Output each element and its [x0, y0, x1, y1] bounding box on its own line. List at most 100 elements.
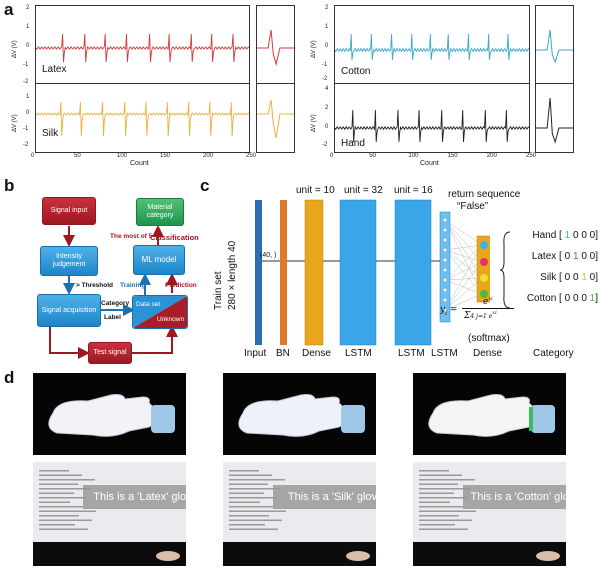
signal-zoom-line [536, 29, 573, 64]
eq-den-rest: 4 j=1 e [470, 313, 493, 320]
xtick: 0 [330, 153, 334, 159]
category-code-bit: 1 [581, 272, 590, 283]
ylabel-latex: ΔV (V) [12, 40, 18, 58]
signal-zoom-line [536, 97, 573, 144]
eq-y-sub: i [445, 309, 448, 317]
silk-signal-chart [35, 101, 250, 137]
eq-y: y [440, 305, 446, 315]
ytick: 0 [26, 43, 30, 49]
panel-letter-b: b [4, 176, 15, 195]
category-text: Category [101, 300, 130, 307]
category-row: Silk [ 0 0 1 0] [540, 272, 598, 283]
label-text: Label [104, 314, 121, 321]
dataset-label: Data set [136, 301, 161, 308]
category-code-bit: 0 [564, 251, 573, 262]
xtick: 100 [117, 153, 128, 159]
category-code-bit: 0 [589, 272, 596, 283]
monitor-photo: This is a 'Cotton' glove [413, 462, 566, 566]
category-code-bit: 1 [564, 230, 573, 241]
lstm-layer-1 [339, 199, 377, 346]
glove-photo [33, 373, 186, 455]
glove-icon [223, 373, 376, 455]
bracket-open: [ [556, 230, 565, 241]
hand-signal-chart [334, 109, 530, 143]
classification-caption: This is a 'Silk' glove [273, 485, 376, 509]
most-of-5-text: The most of 5 [110, 233, 153, 240]
dense-layer [304, 199, 324, 346]
xtick: 150 [160, 153, 171, 159]
monitor-photo: This is a 'Latex' glove [33, 462, 186, 566]
xtick: 0 [31, 153, 35, 159]
ylabel-hand: ΔV (V) [311, 114, 317, 132]
eq-numerator: exi [483, 296, 493, 307]
silk-label: Silk [42, 128, 59, 139]
threshold-text: > Threshold [76, 282, 114, 289]
train-dims-label: 280 × length 40 [227, 240, 238, 310]
eq-den-sup: xi [492, 310, 497, 316]
cotton-signal-chart [334, 33, 530, 61]
panel-letter-c: c [200, 176, 210, 195]
dataset-split-shape [133, 296, 187, 328]
ylabel-cotton: ΔV (V) [311, 40, 317, 58]
latex-label: Latex [42, 64, 67, 75]
flowchart-arrows [49, 225, 178, 359]
signal-line [35, 101, 250, 137]
category-code-bit: 0 [572, 230, 582, 241]
unit32-label: unit = 32 [344, 185, 383, 196]
ytick: 0 [325, 124, 329, 130]
xtick: 100 [408, 153, 419, 159]
classification-text: Classification [150, 233, 199, 242]
xtick: 200 [203, 153, 214, 159]
panel-letter-d: d [4, 368, 15, 387]
layer-lstm2-label: LSTM [398, 348, 425, 359]
xlabel-left: Count [130, 160, 149, 167]
bracket-close: ] [595, 251, 598, 262]
ytick: 0 [26, 110, 30, 116]
ytick: -1 [322, 62, 328, 68]
unknown-label: Unknown [157, 316, 185, 323]
ytick: 4 [325, 86, 329, 92]
output-node-latex [480, 258, 488, 266]
eq-num-e: e [483, 297, 489, 307]
category-name: Silk [540, 272, 557, 283]
category-code-bit: 0 [581, 293, 590, 304]
bracket-close: ] [595, 293, 598, 304]
bn-layer [280, 200, 287, 345]
silk-zoom-plot [256, 83, 295, 153]
category-code-bit: 0 [564, 272, 573, 283]
category-code-bit: 0 [589, 230, 596, 241]
ytick: -2 [23, 142, 29, 148]
xtick: 150 [447, 153, 458, 159]
layer-dense-label: Dense [302, 348, 331, 359]
latex-zoom-plot [256, 5, 295, 85]
silk-zoom-chart [257, 99, 294, 139]
category-name: Cotton [526, 293, 557, 304]
cotton-label: Cotton [341, 66, 371, 77]
signal-zoom-line [257, 99, 294, 139]
ytick: 0 [325, 43, 329, 49]
network-diagram [255, 199, 490, 346]
bracket-open: [ [556, 272, 565, 283]
xtick: 250 [526, 153, 537, 159]
signal-acquisition-box: Signal acquisition [37, 294, 101, 327]
eq-fraction-bar [462, 308, 514, 309]
return-false-label: “False” [457, 201, 489, 212]
panel-letter-a: a [4, 0, 14, 19]
category-row: Cotton [ 0 0 0 1] [527, 293, 598, 304]
eq-yi: yi = [440, 305, 458, 317]
intensity-judgement-box: Intensity judgement [40, 246, 98, 276]
xtick: 200 [486, 153, 497, 159]
signal-input-box: Signal input [42, 197, 96, 225]
eq-sigma: Σ [464, 311, 471, 321]
input-layer [255, 200, 262, 345]
category-code-bit: 0 [572, 272, 582, 283]
classification-caption: This is a 'Cotton' glove [463, 485, 566, 509]
category-code-bit: 1 [572, 251, 582, 262]
glove-photo [223, 373, 376, 455]
layer-lstm1-label: LSTM [345, 348, 372, 359]
ytick: -2 [322, 142, 328, 148]
training-text: Training [120, 282, 146, 289]
lstm3-nodes [442, 217, 448, 313]
prediction-text: Prediction [165, 282, 197, 289]
ytick: 2 [325, 105, 329, 111]
